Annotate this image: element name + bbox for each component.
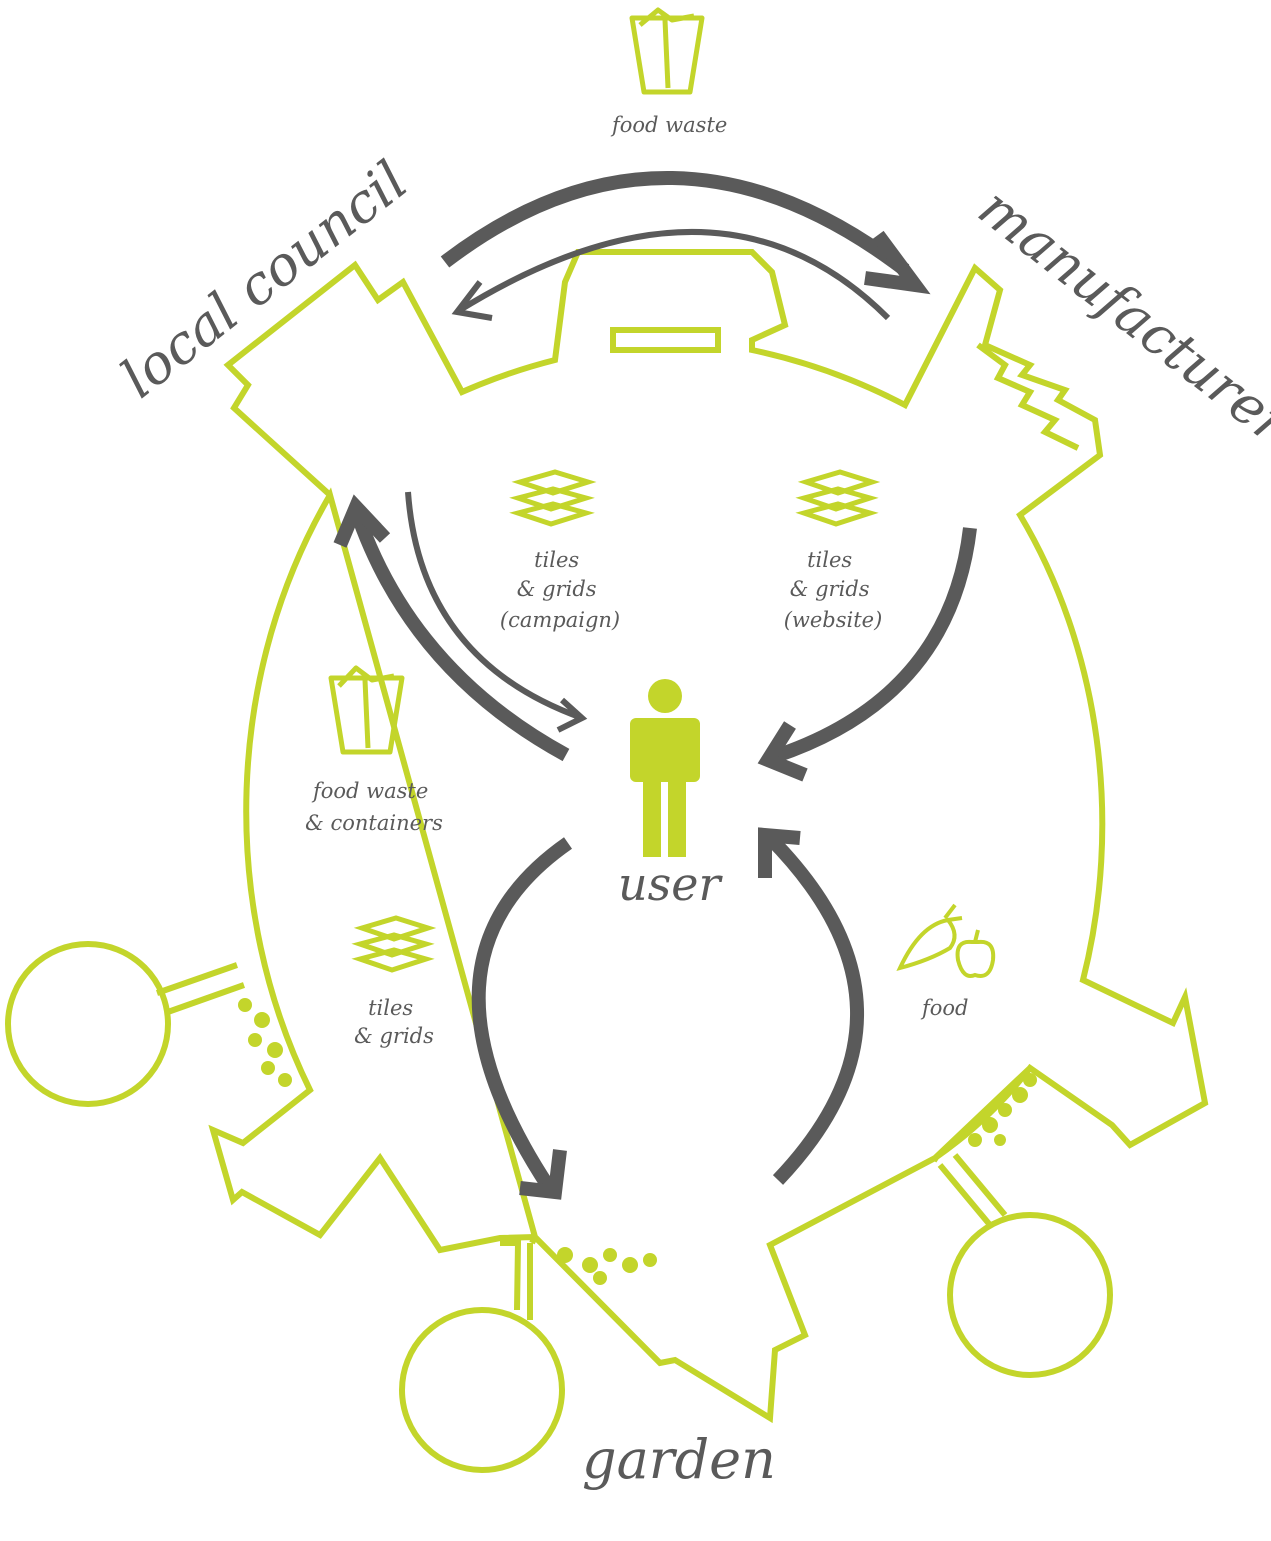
garden-label: garden (582, 1428, 776, 1491)
arrow-manufacturer-to-council (458, 228, 891, 321)
arrow-council-to-manufacturer (440, 171, 910, 276)
tiles-stack-icon (351, 915, 437, 973)
tiles-grids-garden-label: tiles & grids (354, 996, 434, 1048)
person-icon (630, 679, 700, 857)
tiles-stack-icon (795, 469, 881, 527)
food-waste-containers-label: food waste & containers (305, 779, 443, 835)
gear-outline (5, 249, 1209, 1473)
food-waste-bin-icon (629, 7, 705, 95)
tiles-stack-icon (509, 469, 597, 527)
arrow-user-to-council (349, 507, 570, 762)
tiles-campaign-label: tiles & grids (campaign) (500, 548, 620, 632)
arrow-user-to-garden (471, 837, 573, 1190)
tiles-website-label: tiles & grids (website) (784, 548, 883, 632)
manufacturer-label: manufacturer (967, 176, 1271, 459)
user-label: user (618, 857, 723, 911)
flow-arrows (333, 171, 977, 1200)
arrow-council-to-user (405, 491, 584, 721)
food-icon (896, 903, 996, 978)
local-council-label: local council (109, 149, 419, 410)
food-label: food (920, 996, 969, 1020)
food-waste-bin-icon (328, 665, 405, 755)
arrow-manufacturer-to-user (767, 527, 977, 765)
arrow-garden-to-user (765, 833, 865, 1185)
food-waste-top-label: food waste (610, 113, 727, 137)
leaf-decoration (238, 998, 1037, 1285)
